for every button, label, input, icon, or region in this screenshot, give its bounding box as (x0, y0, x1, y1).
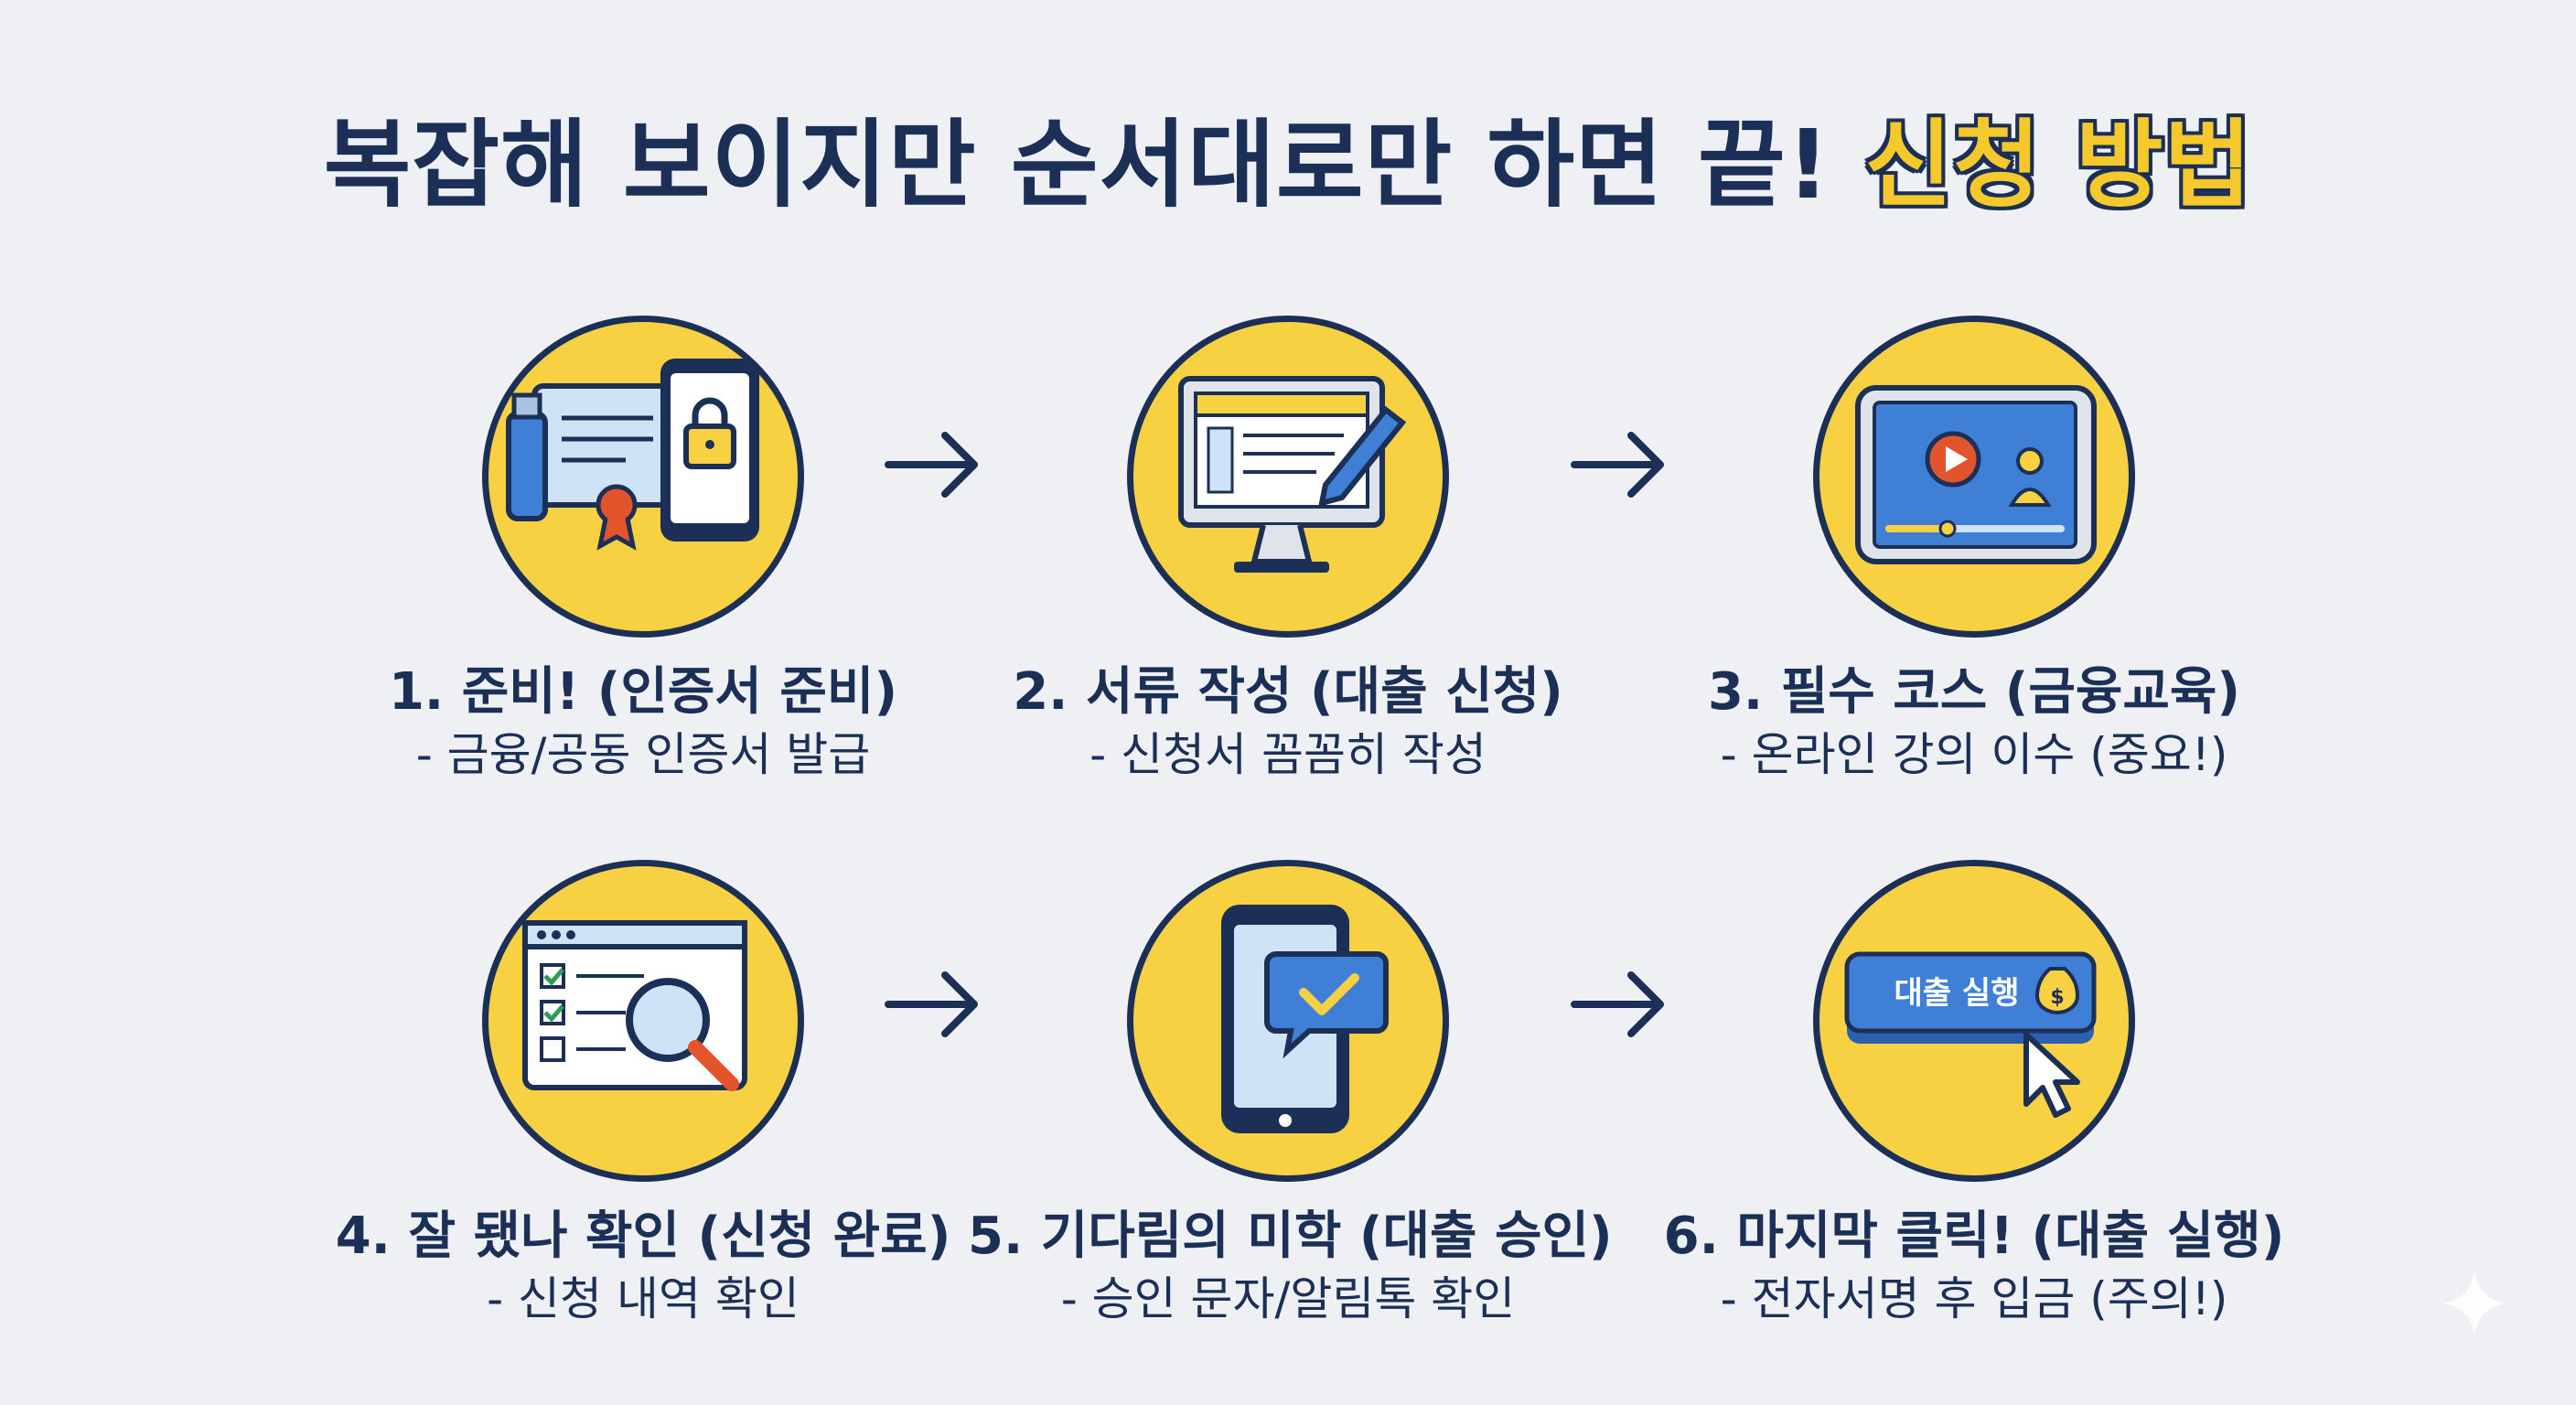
checklist-magnifier-icon (522, 920, 747, 1091)
sparkle-icon (2442, 1271, 2507, 1336)
arrow-right-icon (1571, 432, 1664, 498)
step-1-title: 1. 준비! (인증서 준비) (388, 662, 898, 722)
step-6-title: 6. 마지막 클릭! (대출 실행) (1663, 1207, 2285, 1266)
phone-message-check-icon (1221, 905, 1389, 1133)
page-title: 복잡해 보이지만 순서대로만 하면 끝! 신청 방법 (0, 87, 2576, 225)
step-5-title: 5. 기다림의 미학 (대출 승인) (968, 1207, 1613, 1266)
arrow-right-icon (885, 971, 978, 1037)
step-6-circle: 대출 실행 $ (1813, 860, 2135, 1182)
step-5-circle (1127, 860, 1449, 1182)
step-6-desc: - 전자서명 후 입금 (주의!) (1720, 1272, 2228, 1325)
monitor-pen-icon (1178, 376, 1407, 573)
step-2-desc: - 신청서 꼼꼼히 작성 (1089, 728, 1487, 781)
step-2-circle (1127, 316, 1449, 638)
svg-text:$: $ (2050, 986, 2064, 1009)
step-1-circle (482, 316, 804, 638)
step-4-title: 4. 잘 됐나 확인 (신청 완료) (335, 1207, 951, 1266)
certificate-phone-icon (506, 359, 759, 551)
step-3-circle (1813, 316, 2135, 638)
step-2-title: 2. 서류 작성 (대출 신청) (1013, 662, 1563, 722)
arrow-right-icon (885, 432, 978, 498)
step-4-desc: - 신청 내역 확인 (487, 1272, 800, 1325)
tablet-video-icon (1855, 385, 2097, 564)
step-4-circle (482, 860, 804, 1182)
step-5-desc: - 승인 문자/알림톡 확인 (1060, 1272, 1516, 1325)
execute-button-icon: 대출 실행 $ (1844, 951, 2097, 1118)
execute-button-label: 대출 실행 (1894, 975, 2020, 1012)
step-3-desc: - 온라인 강의 이수 (중요!) (1720, 728, 2228, 781)
title-highlight: 신청 방법 (1864, 109, 2253, 220)
arrow-right-icon (1571, 971, 1664, 1037)
title-main: 복잡해 보이지만 순서대로만 하면 끝! (323, 109, 1831, 220)
step-1-desc: - 금융/공동 인증서 발급 (415, 728, 871, 781)
step-3-title: 3. 필수 코스 (금융교육) (1707, 662, 2241, 722)
